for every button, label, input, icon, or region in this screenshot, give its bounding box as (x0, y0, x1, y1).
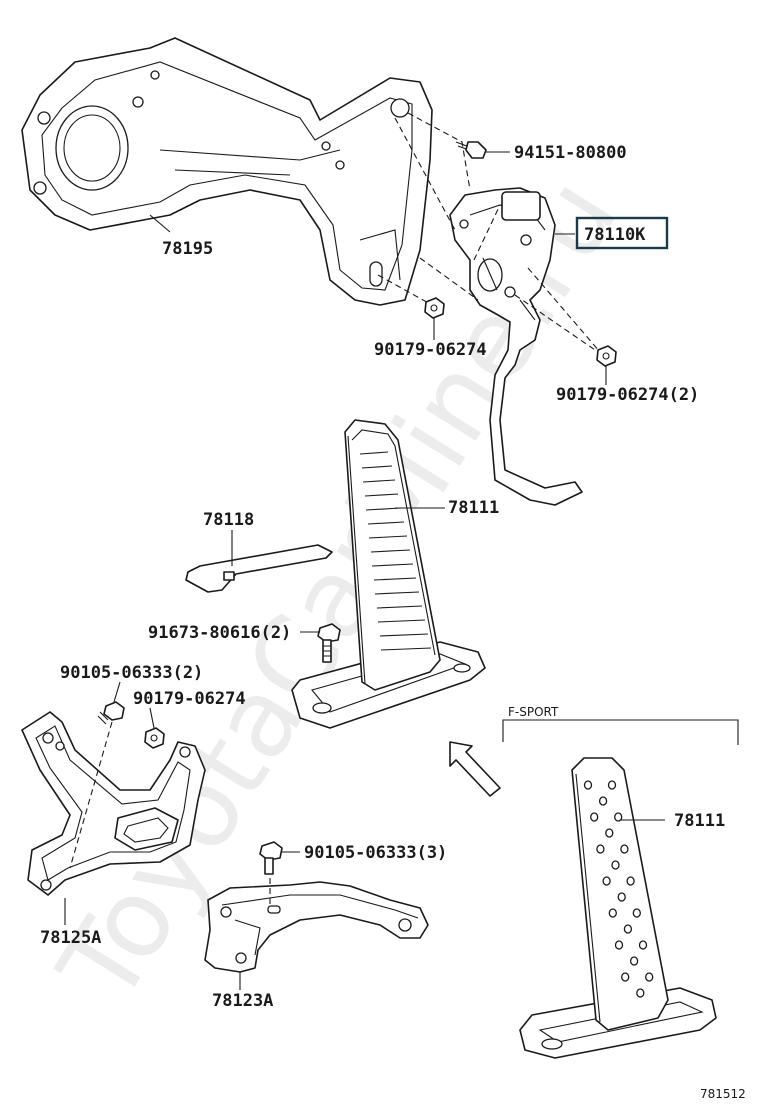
pedal-perforation (607, 780, 617, 790)
bracket-78123a-part (204, 868, 429, 973)
pedal-perforation (629, 956, 639, 966)
pedal-perforation (605, 828, 614, 838)
leader-line (113, 681, 121, 703)
pedal-perforation (598, 796, 608, 806)
fsport-pedal-part (519, 757, 717, 1059)
bracket-78125a-part (21, 711, 206, 896)
nut-left-part (424, 297, 445, 319)
label-fsport: F-SPORT (508, 705, 559, 719)
pedal-perforation (590, 812, 599, 822)
pedal-perforation (626, 876, 635, 886)
pedal-perforation (632, 908, 641, 918)
assembly-line (527, 267, 601, 353)
assembly-line (394, 117, 456, 231)
label-78111[interactable]: 78111 (448, 498, 499, 518)
nut-right-part (596, 345, 617, 367)
label-90179-06274-2[interactable]: 90179-06274(2) (556, 385, 699, 405)
part-highlight-box[interactable] (575, 216, 669, 250)
assembly-line (473, 204, 501, 261)
pedal-perforation (602, 876, 611, 886)
label-78110k[interactable]: 78110K (584, 225, 646, 245)
label-90105-06333-3[interactable]: 90105-06333(3) (304, 843, 447, 863)
label-78118[interactable]: 78118 (203, 510, 254, 530)
pedal-perforation (614, 812, 623, 822)
leader-line (149, 214, 171, 233)
label-90105-06333-2[interactable]: 90105-06333(2) (60, 663, 203, 683)
pedal-78111-part (291, 419, 486, 729)
pedal-perforation (596, 844, 605, 854)
assembly-line (407, 112, 471, 191)
nut-lower-part (144, 727, 165, 749)
assembly-line (377, 274, 433, 306)
bolt-91673-part (317, 623, 341, 663)
diagram-id: 781512 (700, 1087, 746, 1101)
pedal-perforation (583, 780, 593, 790)
fsport-bracket-line (502, 719, 739, 745)
label-94151-80800[interactable]: 94151-80800 (514, 143, 627, 163)
pedal-perforation (638, 940, 648, 950)
bracket-78195-part (21, 37, 433, 306)
label-90179-06274-top[interactable]: 90179-06274 (374, 340, 487, 360)
label-91673-80616[interactable]: 91673-80616(2) (148, 623, 291, 643)
label-90179-06274-lower[interactable]: 90179-06274 (133, 689, 246, 709)
label-78195[interactable]: 78195 (162, 239, 213, 259)
bolt-94151-part (455, 141, 487, 159)
pedal-perforation (621, 972, 630, 982)
label-78111-fsport[interactable]: 78111 (674, 811, 725, 831)
label-78123a[interactable]: 78123A (212, 991, 273, 1011)
sensor-78110k-part (449, 187, 583, 506)
assembly-line (419, 257, 479, 301)
pedal-perforation (620, 844, 629, 854)
pedal-perforation (614, 940, 624, 950)
pedal-perforation (645, 972, 654, 982)
bolt-90105-lower-part (259, 841, 283, 875)
pedal-perforation (617, 892, 626, 902)
arrow-icon (449, 741, 501, 797)
assembly-line (514, 294, 599, 353)
leader-line (149, 707, 155, 729)
cover-78118-part (185, 544, 333, 593)
pedal-perforation (611, 860, 620, 870)
pedal-perforation (623, 924, 633, 934)
pedal-perforation (636, 988, 645, 998)
label-78125a[interactable]: 78125A (40, 928, 101, 948)
fsport-pedal-holes (583, 780, 654, 998)
bolt-90105-left-part (97, 701, 125, 725)
pedal-perforation (608, 908, 617, 918)
